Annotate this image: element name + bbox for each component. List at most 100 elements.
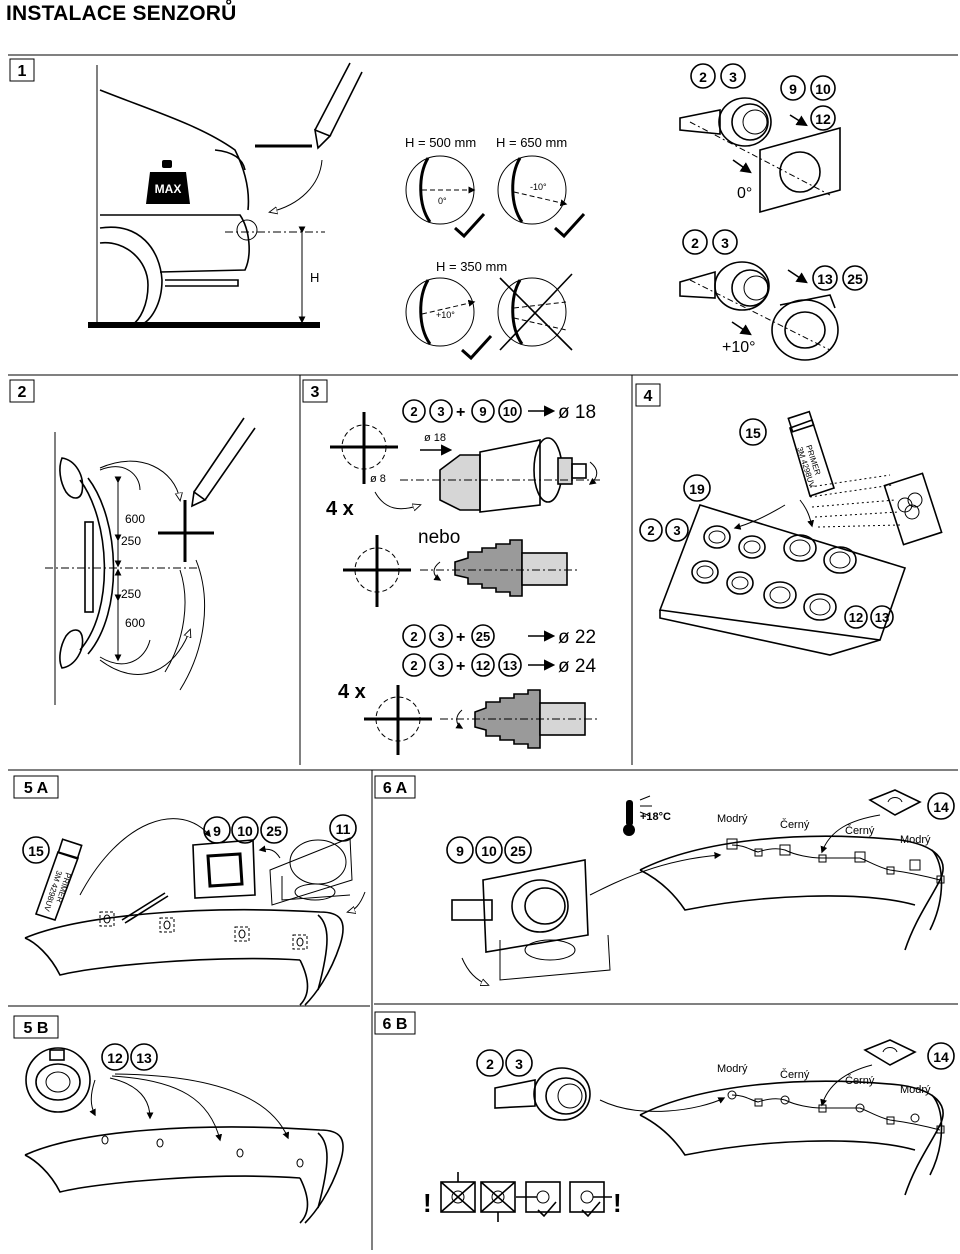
svg-text:2: 2 xyxy=(410,404,417,419)
page-title: INSTALACE SENZORŮ xyxy=(6,2,237,25)
svg-text:9: 9 xyxy=(789,81,797,97)
svg-text:10: 10 xyxy=(481,843,497,859)
panel-label-6a: 6 A xyxy=(374,775,416,799)
svg-text:25: 25 xyxy=(476,629,490,644)
svg-text:+18°C: +18°C xyxy=(640,811,671,823)
step3-row1-header: 2 3 + 9 10 ø 18 xyxy=(402,399,596,423)
svg-text:Černý: Černý xyxy=(780,1068,810,1081)
svg-text:10: 10 xyxy=(815,81,831,97)
svg-text:3: 3 xyxy=(729,69,737,85)
svg-text:2: 2 xyxy=(699,69,707,85)
svg-text:3: 3 xyxy=(515,1056,523,1072)
sensor-holder-0deg: 2 3 9 10 12 0° xyxy=(679,63,841,214)
panel-label-6b: 6 B xyxy=(374,1011,416,1035)
svg-text:H = 500 mm: H = 500 mm xyxy=(405,135,476,150)
svg-text:H: H xyxy=(310,270,319,285)
svg-text:!: ! xyxy=(613,1188,622,1218)
svg-text:Modrý: Modrý xyxy=(900,1084,931,1096)
svg-text:9: 9 xyxy=(479,404,486,419)
svg-text:11: 11 xyxy=(336,821,351,837)
svg-text:-10°: -10° xyxy=(530,182,547,192)
svg-text:14: 14 xyxy=(933,799,949,815)
svg-text:Modrý: Modrý xyxy=(900,834,931,846)
svg-text:9: 9 xyxy=(456,843,464,859)
svg-text:2: 2 xyxy=(647,523,654,538)
step6a: 9 10 25 +18°C 14 Modrý Černý Černý Modrý xyxy=(446,789,955,985)
svg-text:12: 12 xyxy=(107,1050,123,1066)
step2-bumper-top-view xyxy=(45,417,256,705)
svg-text:MAX: MAX xyxy=(155,182,182,196)
svg-text:1: 1 xyxy=(18,63,27,80)
primer-pen-icon: PRIMER 3M 4298UV xyxy=(787,410,836,498)
svg-text:25: 25 xyxy=(510,843,526,859)
svg-text:250: 250 xyxy=(121,534,141,548)
clip-wrong-1 xyxy=(440,1172,476,1213)
marker-pen-icon xyxy=(255,62,363,212)
svg-text:+10°: +10° xyxy=(722,339,756,356)
panel-label-2: 2 xyxy=(9,379,35,403)
step4-primer-board: 15 PRIMER 3M 4298UV 19 2 3 1 xyxy=(639,410,907,656)
svg-text:4 x: 4 x xyxy=(338,681,366,703)
svg-text:3: 3 xyxy=(673,523,680,538)
svg-text:ø 8: ø 8 xyxy=(370,473,386,485)
svg-text:19: 19 xyxy=(689,481,705,497)
svg-text:+: + xyxy=(456,629,465,646)
clip-wrong-2 xyxy=(480,1181,516,1222)
thermometer-icon xyxy=(623,795,652,836)
svg-text:10: 10 xyxy=(503,404,517,419)
svg-text:10: 10 xyxy=(237,823,253,839)
svg-text:H = 650 mm: H = 650 mm xyxy=(496,135,567,150)
svg-text:+: + xyxy=(456,404,465,421)
panel-frames xyxy=(8,54,958,1250)
step6b: 2 3 14 Modrý Černý Černý Modrý xyxy=(476,1039,955,1196)
svg-text:ø 18: ø 18 xyxy=(558,402,596,423)
svg-text:13: 13 xyxy=(875,610,889,625)
clip-correct-1 xyxy=(516,1181,561,1218)
svg-text:6 A: 6 A xyxy=(383,780,408,797)
svg-text:ø 22: ø 22 xyxy=(558,627,596,648)
svg-text:13: 13 xyxy=(136,1050,152,1066)
svg-text:2: 2 xyxy=(410,629,417,644)
svg-text:3: 3 xyxy=(437,629,444,644)
step3-row3: 2 3 + 12 13 ø 24 4 x xyxy=(338,653,600,755)
max-weight-icon: MAX xyxy=(146,160,190,204)
spray-can-icon xyxy=(809,472,943,546)
panel-label-5b: 5 B xyxy=(13,1015,59,1039)
svg-text:12: 12 xyxy=(815,111,831,127)
svg-text:3: 3 xyxy=(721,235,729,251)
svg-text:2: 2 xyxy=(18,384,27,401)
step1-car-rear xyxy=(88,65,325,328)
step3-drill-pilot: ø 18 ø 8 4 x xyxy=(326,412,600,520)
step5b-bumper: 12 13 xyxy=(24,1043,344,1224)
step2-dimensions: 600 250 250 600 xyxy=(114,476,145,662)
svg-text:25: 25 xyxy=(266,823,282,839)
svg-text:Černý: Černý xyxy=(845,824,875,837)
svg-text:H = 350 mm: H = 350 mm xyxy=(436,259,507,274)
angle-diagrams: H = 500 mm H = 650 mm 0° -10° H = 350 mm… xyxy=(405,135,586,361)
svg-text:2: 2 xyxy=(410,658,417,673)
svg-text:13: 13 xyxy=(503,658,517,673)
svg-text:2: 2 xyxy=(691,235,699,251)
svg-text:2: 2 xyxy=(486,1056,494,1072)
step5a-bumper: 15 PRIMER 3M 4298UV 9 10 25 11 xyxy=(22,814,366,1006)
svg-text:+10°: +10° xyxy=(436,310,455,320)
svg-text:4: 4 xyxy=(644,388,653,405)
svg-text:25: 25 xyxy=(847,271,863,287)
svg-text:0°: 0° xyxy=(737,185,752,202)
svg-text:Černý: Černý xyxy=(780,818,810,831)
svg-text:Modrý: Modrý xyxy=(717,813,748,825)
height-dimension: H xyxy=(298,226,319,324)
svg-text:3: 3 xyxy=(311,384,320,401)
panel-label-3: 3 xyxy=(302,379,328,403)
step3-step-drill: nebo xyxy=(343,527,580,607)
svg-text:600: 600 xyxy=(125,616,145,630)
svg-text:ø 24: ø 24 xyxy=(558,656,596,677)
svg-text:15: 15 xyxy=(28,843,44,859)
svg-text:5 A: 5 A xyxy=(24,780,49,797)
svg-text:15: 15 xyxy=(745,425,761,441)
svg-text:600: 600 xyxy=(125,512,145,526)
step6b-clip-warnings: ! ! xyxy=(423,1172,622,1222)
svg-text:Modrý: Modrý xyxy=(717,1063,748,1075)
svg-text:nebo: nebo xyxy=(418,527,460,548)
